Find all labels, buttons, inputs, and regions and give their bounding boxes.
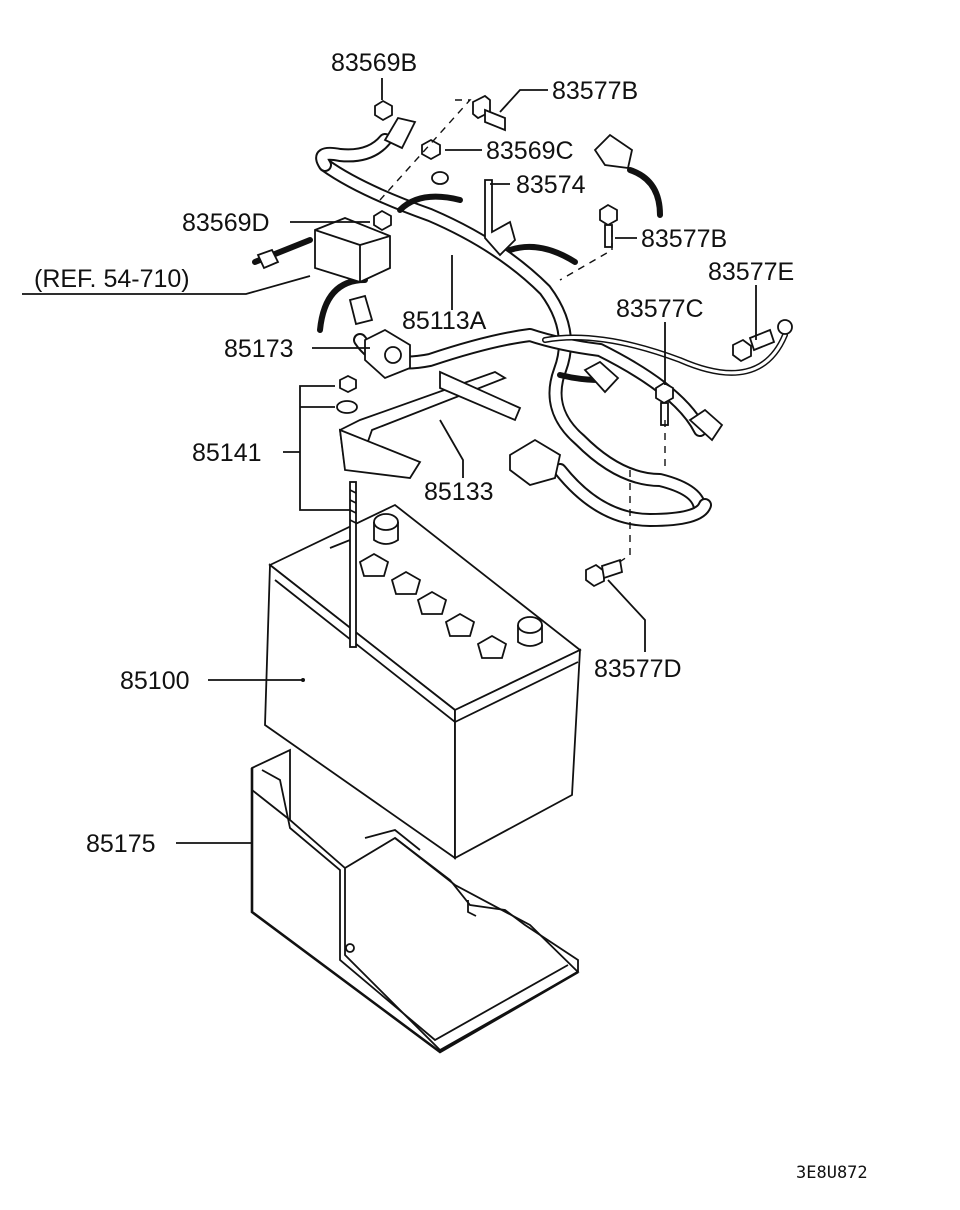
bolt-83577B-top [472, 94, 506, 132]
nut-83569D [373, 209, 392, 232]
bolt-83577C [655, 381, 674, 426]
callout-85141: 85141 [192, 439, 262, 467]
relay-box [314, 217, 391, 283]
callout-83577D: 83577D [594, 655, 682, 683]
callout-83569D: 83569D [182, 209, 270, 237]
harness-bracket-83574 [484, 179, 517, 257]
leader-lines [22, 78, 757, 844]
battery-cell-caps [329, 538, 508, 659]
positive-terminal-clamp [509, 438, 562, 486]
negative-terminal-clamp [364, 328, 411, 380]
nut-83569B [374, 99, 393, 122]
nut-85141 [339, 374, 357, 394]
hold-down-rod [349, 481, 357, 648]
callout-83569C: 83569C [486, 137, 574, 165]
callout-85175: 85175 [86, 830, 156, 858]
washer [336, 400, 358, 414]
bolt-83577B-mid [599, 203, 618, 248]
callout-83574: 83574 [516, 171, 586, 199]
callout-85173: 85173 [224, 335, 294, 363]
callout-83577C: 83577C [616, 295, 704, 323]
battery-hold-down-bracket [338, 370, 522, 479]
callout-85133: 85133 [424, 478, 494, 506]
diagram-code: 3E8U872 [796, 1163, 868, 1183]
battery-terminal-positive [517, 616, 543, 647]
harness-connectors [256, 116, 724, 442]
bolt-83577E [732, 319, 793, 363]
nut-83569C [421, 138, 441, 161]
callout-85113A: 85113A [402, 307, 487, 335]
alignment-dashes [379, 99, 666, 566]
callout-83569B: 83569B [331, 49, 417, 77]
callout-83577B-top: 83577B [552, 77, 638, 105]
bolt-83577D [585, 558, 624, 588]
battery-tray [250, 748, 580, 1054]
callout-ref: (REF. 54-710) [34, 265, 190, 293]
callout-83577E: 83577E [708, 258, 794, 286]
battery [264, 503, 582, 860]
callout-85100: 85100 [120, 667, 190, 695]
callout-83577B-mid: 83577B [641, 225, 727, 253]
battery-terminal-negative [373, 513, 399, 545]
